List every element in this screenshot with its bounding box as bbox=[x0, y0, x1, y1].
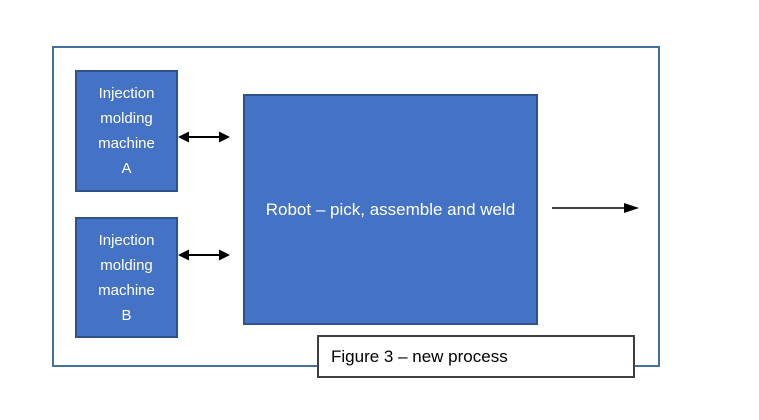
machine-a-line: molding bbox=[100, 110, 153, 127]
machine-a-line: machine bbox=[98, 135, 155, 152]
robot-node: Robot – pick, assemble and weld bbox=[243, 94, 538, 325]
machine-b-line: molding bbox=[100, 256, 153, 274]
machine-a-line: A bbox=[121, 160, 132, 177]
figure-caption-text: Figure 3 – new process bbox=[331, 346, 508, 366]
machine-b-line: Injection bbox=[98, 231, 155, 249]
machine-a-node: Injection molding machine A bbox=[75, 70, 178, 192]
machine-b-robot-bidirectional-arrow-icon bbox=[178, 247, 230, 263]
machine-b-node: Injection molding machine B bbox=[75, 217, 178, 338]
machine-b-line: B bbox=[121, 306, 132, 324]
machine-b-line: machine bbox=[98, 281, 155, 299]
robot-output-arrow-icon bbox=[551, 201, 639, 215]
machine-a-line: Injection bbox=[98, 85, 155, 102]
machine-a-robot-bidirectional-arrow-icon bbox=[178, 129, 230, 145]
robot-node-label: Robot – pick, assemble and weld bbox=[265, 199, 516, 219]
figure-caption-box: Figure 3 – new process bbox=[317, 335, 635, 378]
